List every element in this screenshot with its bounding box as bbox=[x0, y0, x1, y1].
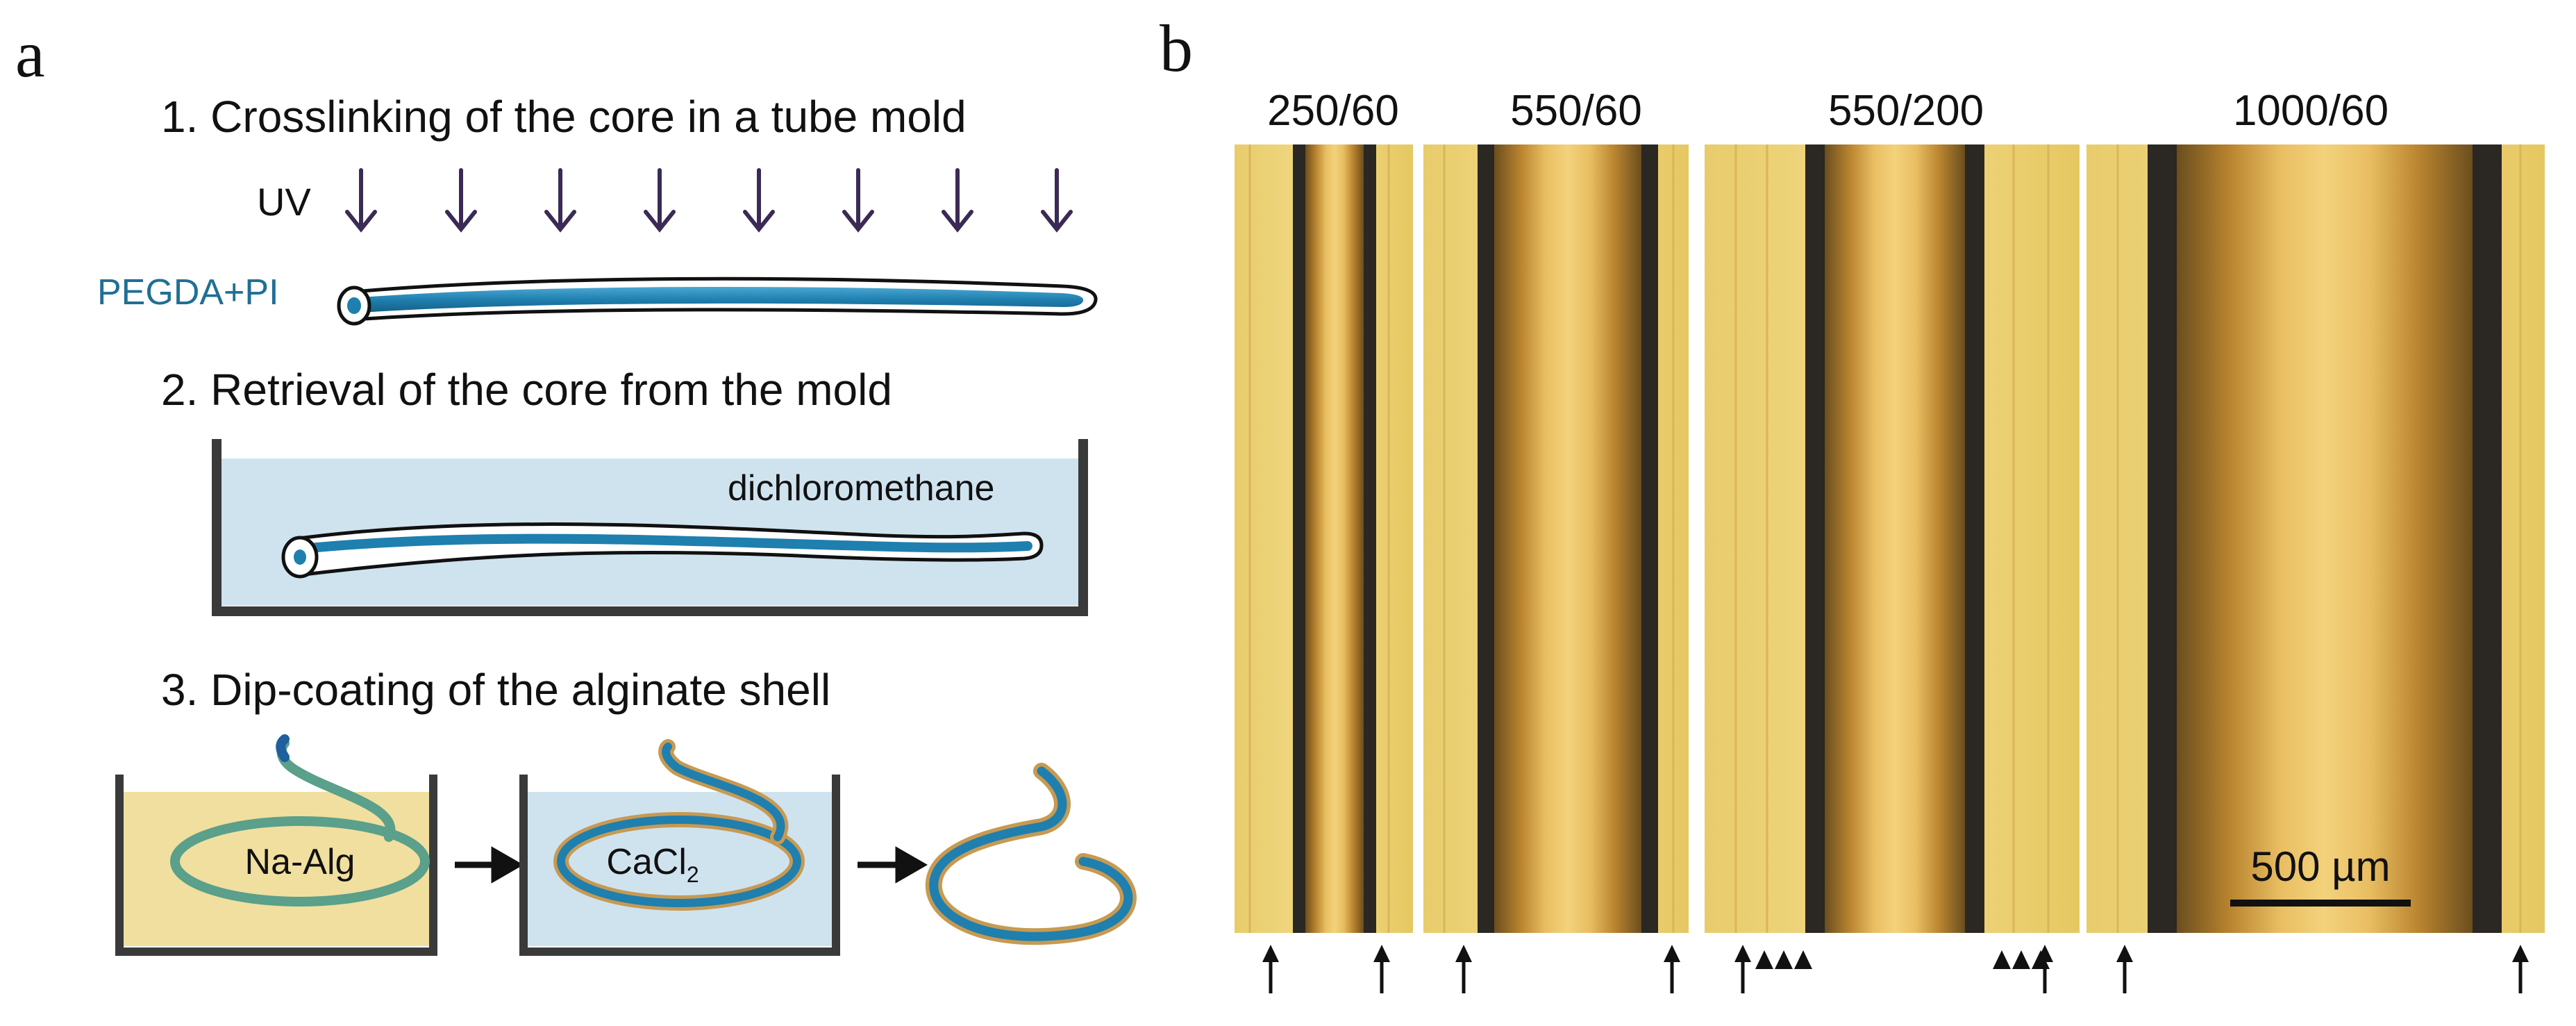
arrowhead-triangle bbox=[1755, 950, 1773, 969]
process-arrow bbox=[858, 846, 928, 884]
uv-label: UV bbox=[257, 180, 311, 224]
process-arrow bbox=[455, 846, 524, 884]
uv-arrow bbox=[445, 168, 477, 233]
uv-arrow bbox=[842, 168, 874, 233]
sample-label-1: 250/60 bbox=[1267, 87, 1399, 135]
up-arrow bbox=[1373, 945, 1390, 993]
coated-fiber bbox=[925, 763, 1137, 945]
up-arrow bbox=[2512, 945, 2529, 993]
cacl2-bath: CaCl2 bbox=[519, 739, 840, 956]
uv-arrow bbox=[644, 168, 676, 233]
scale-bar-label: 500 µm bbox=[2250, 843, 2390, 890]
uv-arrow bbox=[942, 168, 973, 233]
cacl2-subscript: 2 bbox=[687, 862, 699, 887]
uv-arrow bbox=[743, 168, 775, 233]
cacl2-main: CaCl bbox=[606, 842, 687, 882]
panel-a-letter: a bbox=[15, 17, 45, 91]
up-arrow bbox=[2116, 945, 2133, 993]
step3: 3. Dip-coating of the alginate shell Na-… bbox=[115, 665, 1137, 956]
sample-label-2: 550/60 bbox=[1510, 87, 1642, 135]
uv-arrow bbox=[345, 168, 377, 233]
tube-mold bbox=[337, 276, 1098, 326]
step1: 1. Crosslinking of the core in a tube mo… bbox=[97, 92, 1098, 326]
panel-b-letter: b bbox=[1160, 11, 1193, 85]
micrograph-3 bbox=[1705, 144, 2080, 933]
pegda-label: PEGDA+PI bbox=[97, 272, 279, 313]
step2-title: 2. Retrieval of the core from the mold bbox=[161, 365, 892, 415]
step2: 2. Retrieval of the core from the mold d… bbox=[161, 365, 1088, 616]
scale-bar: 500 µm bbox=[2230, 843, 2411, 907]
retrieved-core bbox=[281, 522, 1044, 579]
panel-b: b 250/60 550/60 550/200 1000/60 bbox=[1160, 11, 2545, 993]
uv-arrows bbox=[345, 168, 1073, 233]
boundary-arrows bbox=[1262, 945, 2529, 993]
step3-title: 3. Dip-coating of the alginate shell bbox=[161, 665, 830, 715]
step1-title: 1. Crosslinking of the core in a tube mo… bbox=[161, 92, 967, 142]
na-alg-label: Na-Alg bbox=[245, 842, 356, 882]
up-arrow bbox=[1455, 945, 1472, 993]
panel-a: a 1. Crosslinking of the core in a tube … bbox=[15, 17, 1137, 956]
arrowhead-triangle bbox=[1993, 950, 2011, 969]
up-arrow bbox=[1262, 945, 1279, 993]
na-alg-bath: Na-Alg bbox=[115, 734, 437, 956]
cacl2-label: CaCl2 bbox=[606, 842, 699, 887]
arrowhead-triangle bbox=[1794, 950, 1812, 969]
micrograph-2 bbox=[1423, 144, 1689, 933]
arrowhead-triangle bbox=[1775, 950, 1793, 969]
sample-label-4: 1000/60 bbox=[2233, 87, 2389, 135]
uv-arrow bbox=[1041, 168, 1073, 233]
sample-label-3: 550/200 bbox=[1828, 87, 1984, 135]
uv-arrow bbox=[544, 168, 576, 233]
up-arrow bbox=[1734, 945, 1751, 993]
arrowhead-triangle bbox=[2012, 950, 2030, 969]
micrograph-4 bbox=[2086, 144, 2545, 933]
up-arrow bbox=[2036, 945, 2053, 993]
micrograph-1 bbox=[1235, 144, 1413, 933]
up-arrow bbox=[1664, 945, 1680, 993]
solvent-label: dichloromethane bbox=[728, 468, 994, 508]
